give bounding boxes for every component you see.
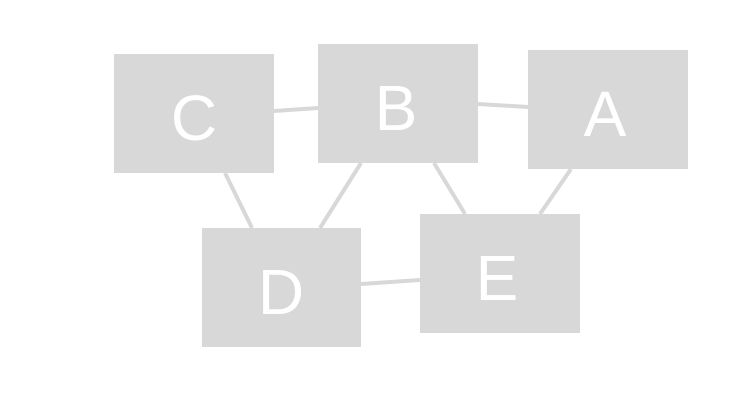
edge-a-e xyxy=(538,167,573,216)
node-c-label: C xyxy=(171,82,217,154)
edge-b-a xyxy=(477,102,529,109)
edge-b-e xyxy=(432,161,467,216)
node-d-box xyxy=(202,228,361,347)
edges-layer xyxy=(223,102,573,286)
node-b-label: B xyxy=(375,72,418,144)
node-e: E xyxy=(420,214,580,333)
edge-d-e xyxy=(360,278,421,286)
edge-c-b xyxy=(273,106,319,113)
node-c-box xyxy=(114,54,274,173)
node-b-box xyxy=(318,44,478,163)
edge-c-d xyxy=(223,172,254,229)
node-e-box xyxy=(420,214,580,333)
nodes-layer: C B A D E xyxy=(114,44,688,347)
node-e-label: E xyxy=(476,242,519,314)
node-d: D xyxy=(202,228,361,347)
node-d-label: D xyxy=(258,256,304,328)
node-c: C xyxy=(114,54,274,173)
node-a-box xyxy=(528,50,688,169)
edge-b-d xyxy=(318,161,363,230)
node-a-label: A xyxy=(584,78,627,150)
node-b: B xyxy=(318,44,478,163)
node-a: A xyxy=(528,50,688,169)
